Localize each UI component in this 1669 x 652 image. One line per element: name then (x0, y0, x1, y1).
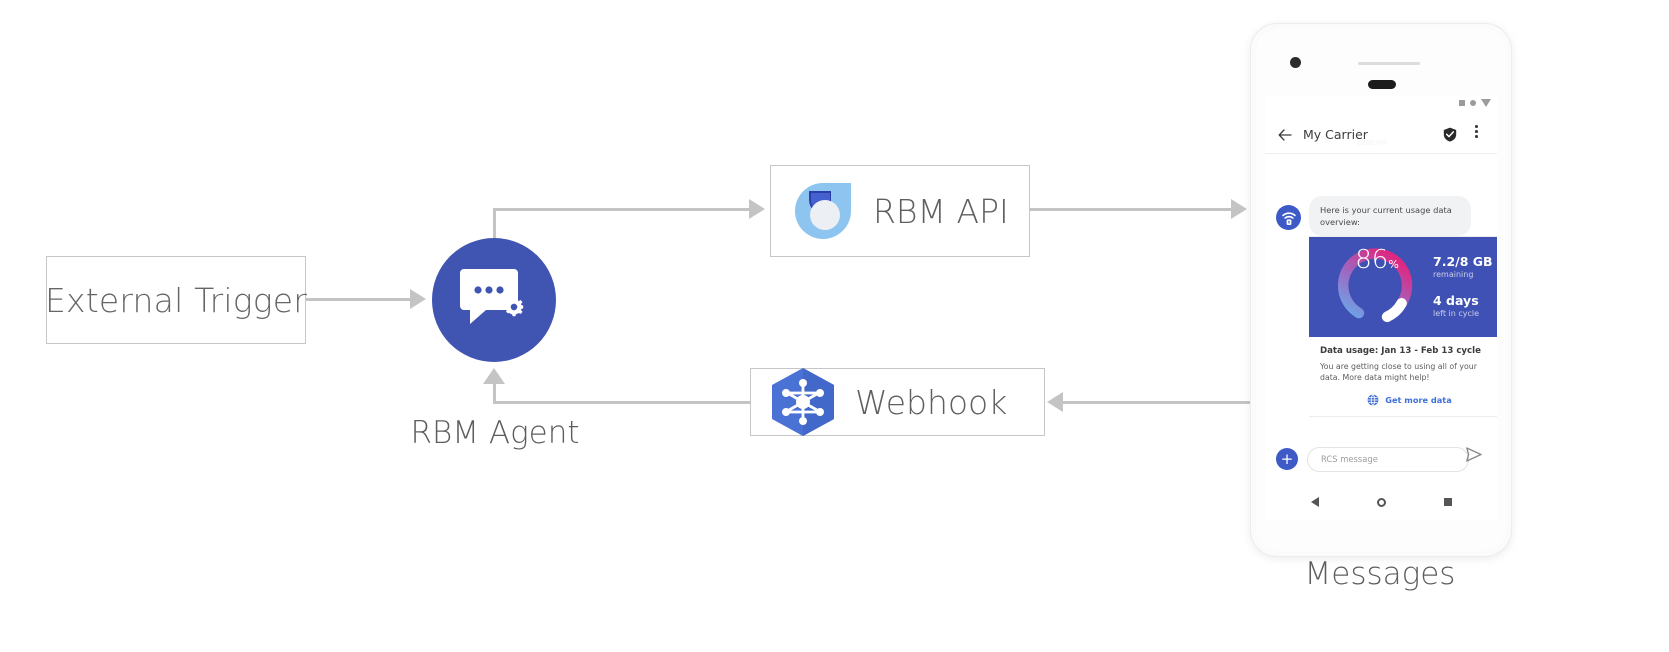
gauge-value: 86 % (1335, 245, 1419, 329)
rbm-agent-caption: RBM Agent (410, 415, 580, 451)
connector-device-to-webhook (1063, 401, 1253, 404)
send-icon[interactable] (1466, 447, 1482, 467)
status-bar (1459, 99, 1491, 107)
globe-icon (1367, 394, 1379, 406)
message-composer: + RCS message (1265, 437, 1497, 481)
external-trigger-node[interactable]: External Trigger (44, 256, 308, 344)
carrier-wifi-icon (1276, 205, 1301, 230)
phone-screen: My Carrier 12:30 PM Here is your current… (1265, 96, 1497, 521)
message-bubble: Here is your current usage data overview… (1309, 196, 1471, 236)
webhook-hexagon-icon (772, 368, 834, 436)
connector-agent-up-from-webhook (493, 383, 496, 403)
arrow-left-icon[interactable] (1277, 127, 1293, 143)
square-icon (1459, 100, 1465, 106)
rbm-agent-node[interactable] (432, 238, 556, 362)
stat-data-remaining: 7.2/8 GB remaining (1433, 254, 1493, 280)
nav-back-icon[interactable] (1310, 497, 1319, 507)
more-vertical-icon[interactable] (1475, 125, 1478, 138)
rcs-message-input[interactable]: RCS message (1307, 446, 1469, 472)
app-bar-title: My Carrier (1303, 127, 1368, 142)
android-nav-bar (1265, 489, 1497, 515)
phone-device: My Carrier 12:30 PM Here is your current… (1251, 24, 1511, 556)
plus-icon[interactable]: + (1276, 448, 1298, 470)
nav-home-icon[interactable] (1376, 497, 1386, 507)
arrow-device-to-webhook (1047, 392, 1063, 412)
rich-card-body: Data usage: Jan 13 - Feb 13 cycle You ar… (1309, 337, 1497, 416)
rbm-api-droplet-icon (795, 183, 851, 239)
messages-caption: Messages (1304, 556, 1456, 592)
stat-data-remaining-value: 7.2/8 GB (1433, 254, 1493, 269)
stat-data-remaining-label: remaining (1433, 270, 1474, 279)
webhook-label: Webhook (855, 382, 1008, 422)
app-bar: My Carrier (1265, 116, 1497, 154)
external-trigger-label: External Trigger (44, 280, 308, 320)
earpiece-icon (1358, 62, 1420, 65)
circle-icon (1470, 100, 1476, 106)
connector-agent-up (493, 208, 496, 248)
timestamp-faded: 12:30 PM (1357, 140, 1387, 147)
gauge-percent-number: 86 (1355, 245, 1389, 275)
connector-webhook-to-agent (493, 401, 751, 404)
webhook-node[interactable]: Webhook (750, 368, 1045, 436)
connector-agent-to-api (493, 208, 751, 211)
shield-check-icon[interactable] (1443, 127, 1457, 147)
nav-recent-icon[interactable] (1443, 498, 1452, 506)
rich-card-title: Data usage: Jan 13 - Feb 13 cycle (1320, 346, 1481, 356)
chat-gear-icon (460, 269, 524, 324)
rcs-message-placeholder: RCS message (1321, 454, 1378, 464)
rbm-api-node[interactable]: RBM API (770, 165, 1030, 257)
stat-days-left-label: left in cycle (1433, 309, 1480, 318)
front-camera-icon (1290, 57, 1301, 68)
speaker-icon (1368, 80, 1396, 89)
data-usage-gauge (1337, 248, 1413, 323)
rich-card-description: You are getting close to using all of yo… (1320, 362, 1477, 382)
arrow-api-to-device (1231, 199, 1247, 219)
arrow-webhook-to-agent (483, 368, 505, 384)
arrow-agent-to-api (749, 199, 765, 219)
stat-days-left: 4 days left in cycle (1433, 293, 1480, 319)
gauge-percent-unit: % (1388, 258, 1399, 271)
get-more-data-label: Get more data (1385, 395, 1452, 405)
stat-days-left-value: 4 days (1433, 293, 1479, 308)
triangle-down-icon (1481, 99, 1491, 107)
connector-trigger-to-agent (306, 298, 412, 301)
rbm-api-label: RBM API (873, 191, 1009, 231)
get-more-data-button[interactable]: Get more data (1320, 394, 1497, 406)
rich-card-media: 86 % 7.2/8 GB remaining 4 days left in c… (1309, 237, 1497, 337)
message-bubble-text: Here is your current usage data overview… (1320, 205, 1452, 227)
rich-card[interactable]: 86 % 7.2/8 GB remaining 4 days left in c… (1309, 236, 1497, 417)
arrow-trigger-to-agent (410, 289, 426, 309)
connector-api-to-device (1030, 208, 1244, 211)
